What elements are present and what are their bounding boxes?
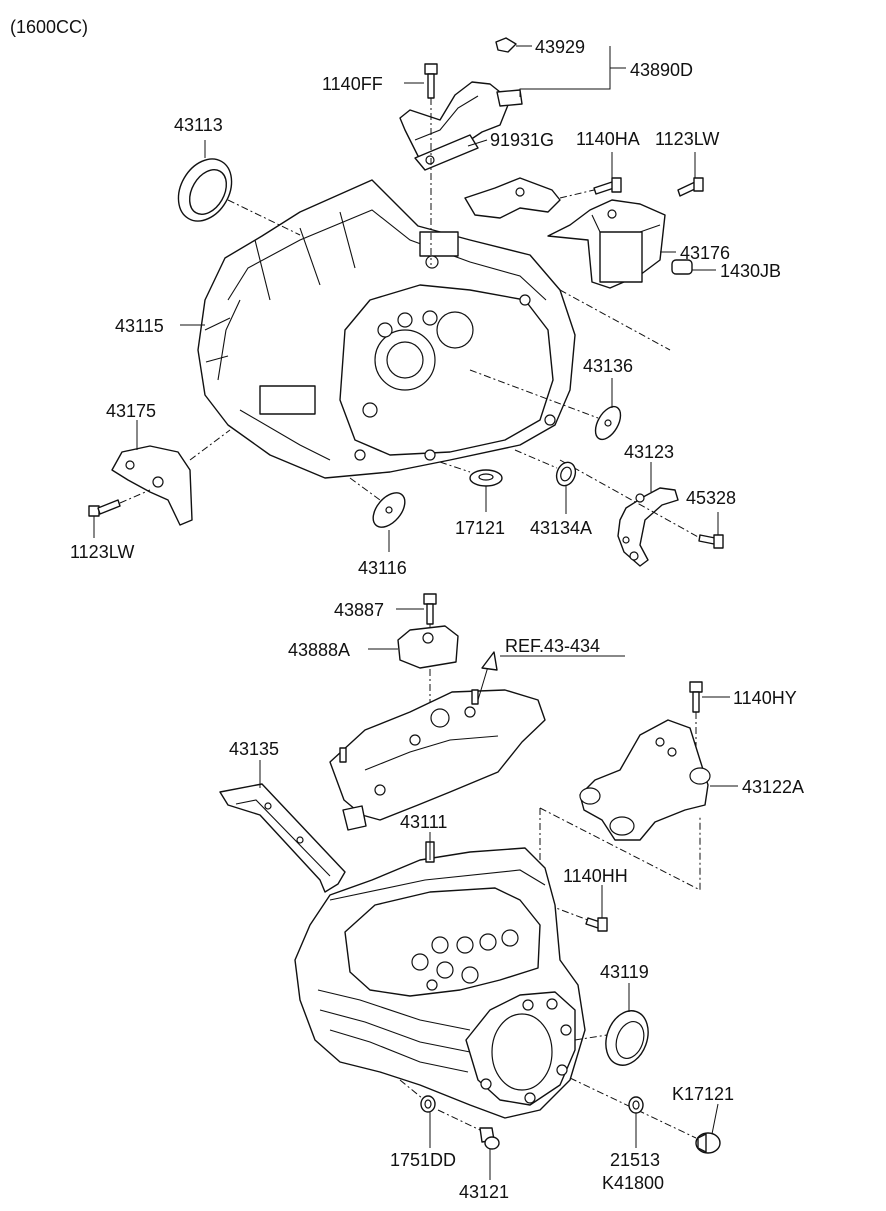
callout-1751DD: 1751DD <box>390 1150 456 1170</box>
callout-ref-43-434: REF.43-434 <box>505 636 600 656</box>
callout-43116: 43116 <box>358 558 407 578</box>
callout-43136: 43136 <box>583 356 633 376</box>
bracket-91931G <box>464 177 561 219</box>
callout-1140HY: 1140HY <box>733 688 797 708</box>
callout-43134A: 43134A <box>530 518 592 538</box>
bracket-43176 <box>547 199 666 289</box>
mount-bracket-43122A <box>539 719 711 960</box>
callout-K41800: K41800 <box>602 1173 664 1193</box>
callout-1430JB: 1430JB <box>720 261 781 281</box>
transaxle-case-43111 <box>294 841 586 1119</box>
callout-43135: 43135 <box>229 739 279 759</box>
clutch-housing-43115 <box>197 179 576 479</box>
gasket-21513 <box>628 1096 644 1114</box>
dowel-pin-1430JB <box>559 259 693 351</box>
oil-seal-43119 <box>574 1010 649 1066</box>
callout-1123LW-left: 1123LW <box>70 542 134 562</box>
callout-43176: 43176 <box>680 243 730 263</box>
plate-43123 <box>617 487 679 567</box>
callout-43887: 43887 <box>334 600 384 620</box>
bolt-1140FF <box>424 63 438 265</box>
plug-K17121 <box>569 1077 721 1154</box>
bracket-43890D <box>399 37 523 171</box>
bolt-1140HA <box>559 177 622 199</box>
callout-43121: 43121 <box>459 1182 509 1202</box>
callout-43175: 43175 <box>106 401 156 421</box>
callout-K17121: K17121 <box>672 1084 734 1104</box>
callout-1140HH: 1140HH <box>563 866 628 886</box>
leader-K17121 <box>711 1103 719 1135</box>
callout-21513: 21513 <box>610 1150 660 1170</box>
callout-43123: 43123 <box>624 442 674 462</box>
block-43888A <box>397 625 459 669</box>
bolt-1123LW-top <box>677 177 704 197</box>
bolt-1123LW-left <box>88 489 151 517</box>
callout-91931G: 91931G <box>490 130 554 150</box>
engine-variant-label: (1600CC) <box>10 17 88 37</box>
washer-17121 <box>439 461 503 487</box>
callout-43929: 43929 <box>535 37 585 57</box>
callout-43890D: 43890D <box>630 60 693 80</box>
callout-1123LW-top: 1123LW <box>655 129 719 149</box>
oil-seal-43134A <box>514 449 577 487</box>
plate-43135 <box>219 783 346 893</box>
callout-17121: 17121 <box>455 518 505 538</box>
callout-43111: 43111 <box>400 812 447 832</box>
callout-43113: 43113 <box>174 115 223 135</box>
callout-45328: 45328 <box>686 488 736 508</box>
oil-seal-43113 <box>177 140 301 236</box>
callout-1140HA: 1140HA <box>576 129 640 149</box>
shim-43136 <box>469 369 622 441</box>
callout-43888A: 43888A <box>288 640 350 660</box>
gasket-1751DD <box>399 1079 436 1113</box>
callout-43122A: 43122A <box>742 777 804 797</box>
bolt-45328 <box>559 459 724 549</box>
bracket-43175 <box>111 429 231 526</box>
control-lever-housing-ref-43-434 <box>329 651 546 831</box>
drain-plug-43121 <box>437 1109 500 1150</box>
shim-43116 <box>349 477 406 528</box>
callout-43119: 43119 <box>600 962 649 982</box>
callout-43115: 43115 <box>115 316 164 336</box>
callout-1140FF: 1140FF <box>322 74 383 94</box>
leader-91931G <box>467 139 488 147</box>
